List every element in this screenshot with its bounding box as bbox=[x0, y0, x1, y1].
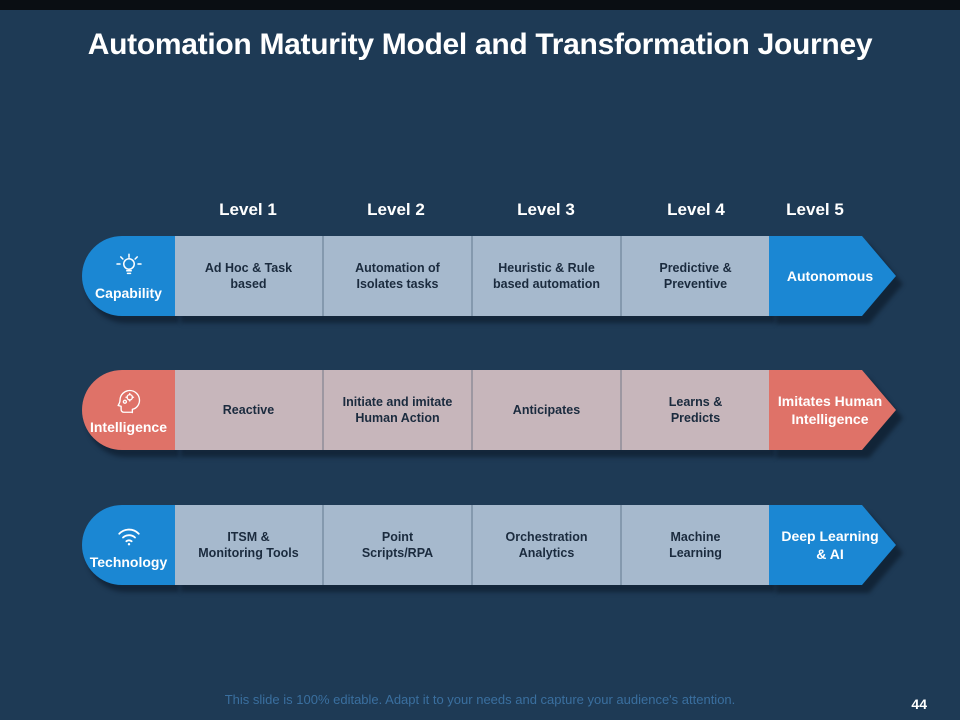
level-3-header: Level 3 bbox=[517, 200, 575, 219]
intelligence-arrow bbox=[769, 370, 903, 458]
level-1-header: Level 1 bbox=[219, 200, 277, 219]
technology-level3-cell: Orchestration Analytics bbox=[473, 505, 622, 585]
level-2-header: Level 2 bbox=[367, 200, 425, 219]
level-headers: Level 1 Level 2 Level 3 Level 4 Level 5 bbox=[0, 200, 960, 222]
technology-arrow bbox=[769, 505, 903, 593]
intelligence-level1-cell: Reactive bbox=[175, 370, 324, 450]
intelligence-track: Reactive Initiate and imitate Human Acti… bbox=[175, 370, 769, 450]
technology-row: Technology ITSM & Monitoring Tools Point… bbox=[0, 505, 960, 593]
intelligence-level2-cell: Initiate and imitate Human Action bbox=[324, 370, 473, 450]
top-bar bbox=[0, 0, 960, 10]
capability-arrow-label: Autonomous bbox=[786, 267, 874, 284]
capability-level2-cell: Automation of Isolates tasks bbox=[324, 236, 473, 316]
level-5-header: Level 5 bbox=[786, 200, 844, 219]
intelligence-level3-cell: Anticipates bbox=[473, 370, 622, 450]
wifi-icon bbox=[114, 521, 144, 551]
capability-row: Capability Ad Hoc & Task based Automatio… bbox=[0, 236, 960, 324]
head-gears-icon bbox=[114, 386, 144, 416]
capability-level3-cell: Heuristic & Rule based automation bbox=[473, 236, 622, 316]
slide-title: Automation Maturity Model and Transforma… bbox=[87, 28, 873, 61]
technology-level1-cell: ITSM & Monitoring Tools bbox=[175, 505, 324, 585]
intelligence-level4-cell: Learns & Predicts bbox=[668, 394, 723, 425]
technology-arrow-body bbox=[769, 505, 896, 585]
footer-note: This slide is 100% editable. Adapt it to… bbox=[224, 692, 736, 707]
technology-arrow-label: Deep Learning & AI bbox=[781, 527, 879, 562]
intelligence-pill-label: Intelligence bbox=[89, 418, 168, 435]
lightbulb-idea-icon bbox=[114, 252, 144, 282]
capability-level1-cell: Ad Hoc & Task based bbox=[175, 236, 324, 316]
intelligence-pill: Intelligence bbox=[82, 370, 175, 450]
page-number: 44 bbox=[911, 696, 927, 712]
technology-level2-cell: Point Scripts/RPA bbox=[324, 505, 473, 585]
technology-pill: Technology bbox=[82, 505, 175, 585]
technology-track: ITSM & Monitoring Tools Point Scripts/RP… bbox=[175, 505, 769, 585]
level-4-header: Level 4 bbox=[667, 200, 725, 219]
capability-pill-label: Capability bbox=[95, 284, 162, 301]
capability-track: Ad Hoc & Task based Automation of Isolat… bbox=[175, 236, 769, 316]
intelligence-arrow-body bbox=[769, 370, 896, 450]
technology-pill-label: Technology bbox=[89, 553, 168, 570]
capability-arrow-body bbox=[769, 236, 896, 316]
technology-level4-cell: Machine Learning bbox=[669, 529, 722, 560]
intelligence-row: Intelligence Reactive Initiate and imita… bbox=[0, 370, 960, 458]
capability-arrow bbox=[769, 236, 903, 324]
intelligence-arrow-label: Imitates Human Intelligence bbox=[777, 392, 883, 427]
capability-level4-cell: Predictive & Preventive bbox=[659, 260, 732, 291]
capability-pill: Capability bbox=[82, 236, 175, 316]
